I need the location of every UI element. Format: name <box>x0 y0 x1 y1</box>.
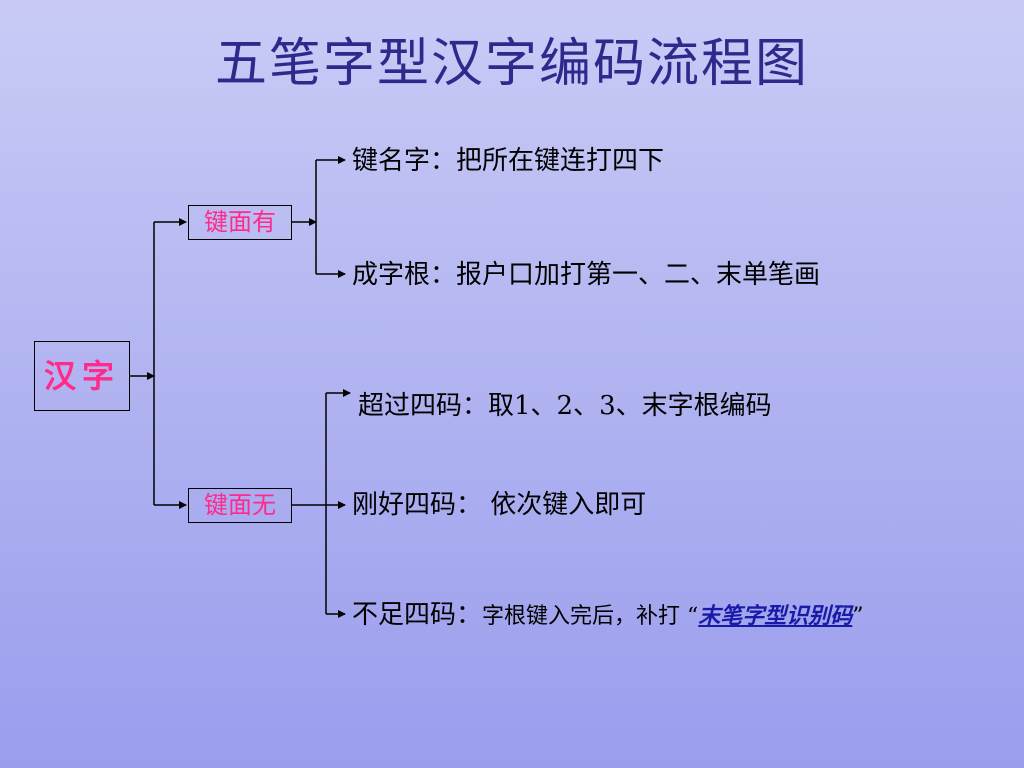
leaf-exactly-four-codes: 刚好四码： 依次键入即可 <box>352 488 646 522</box>
leaf-desc: 依次键入即可 <box>482 490 647 520</box>
leaf-over-four-codes: 超过四码：取1、2、3、末字根编码 <box>358 389 772 423</box>
page-title: 五笔字型汉字编码流程图 <box>214 34 809 94</box>
leaf-term: 不足四码： <box>352 600 483 630</box>
root-node: 汉字 <box>34 341 130 411</box>
leaf-char-root: 成字根：报户口加打第一、二、末单笔画 <box>352 258 820 292</box>
leaf-term: 键名字： <box>352 146 457 176</box>
branch-node-has-key-face: 键面有 <box>188 205 292 240</box>
leaf-desc: 把所在键连打四下 <box>456 146 665 176</box>
leaf-desc: 取1、2、3、末字根编码 <box>488 391 772 421</box>
leaf-under-four-codes: 不足四码：字根键入完后，补打 “末笔字型识别码” <box>352 598 864 634</box>
leaf-desc: 报户口加打第一、二、末单笔画 <box>456 260 821 290</box>
open-quote: “ <box>687 604 699 629</box>
branch-node-no-key-face: 键面无 <box>188 488 292 523</box>
close-quote: ” <box>852 604 864 629</box>
leaf-key-name-char: 键名字：把所在键连打四下 <box>352 144 664 178</box>
leaf-term: 超过四码： <box>358 391 489 421</box>
leaf-term: 成字根： <box>352 260 457 290</box>
last-stroke-identification-code-link[interactable]: 末笔字型识别码 <box>698 603 853 629</box>
leaf-desc: 字根键入完后，补打 <box>482 604 688 629</box>
leaf-term: 刚好四码： <box>352 490 483 520</box>
